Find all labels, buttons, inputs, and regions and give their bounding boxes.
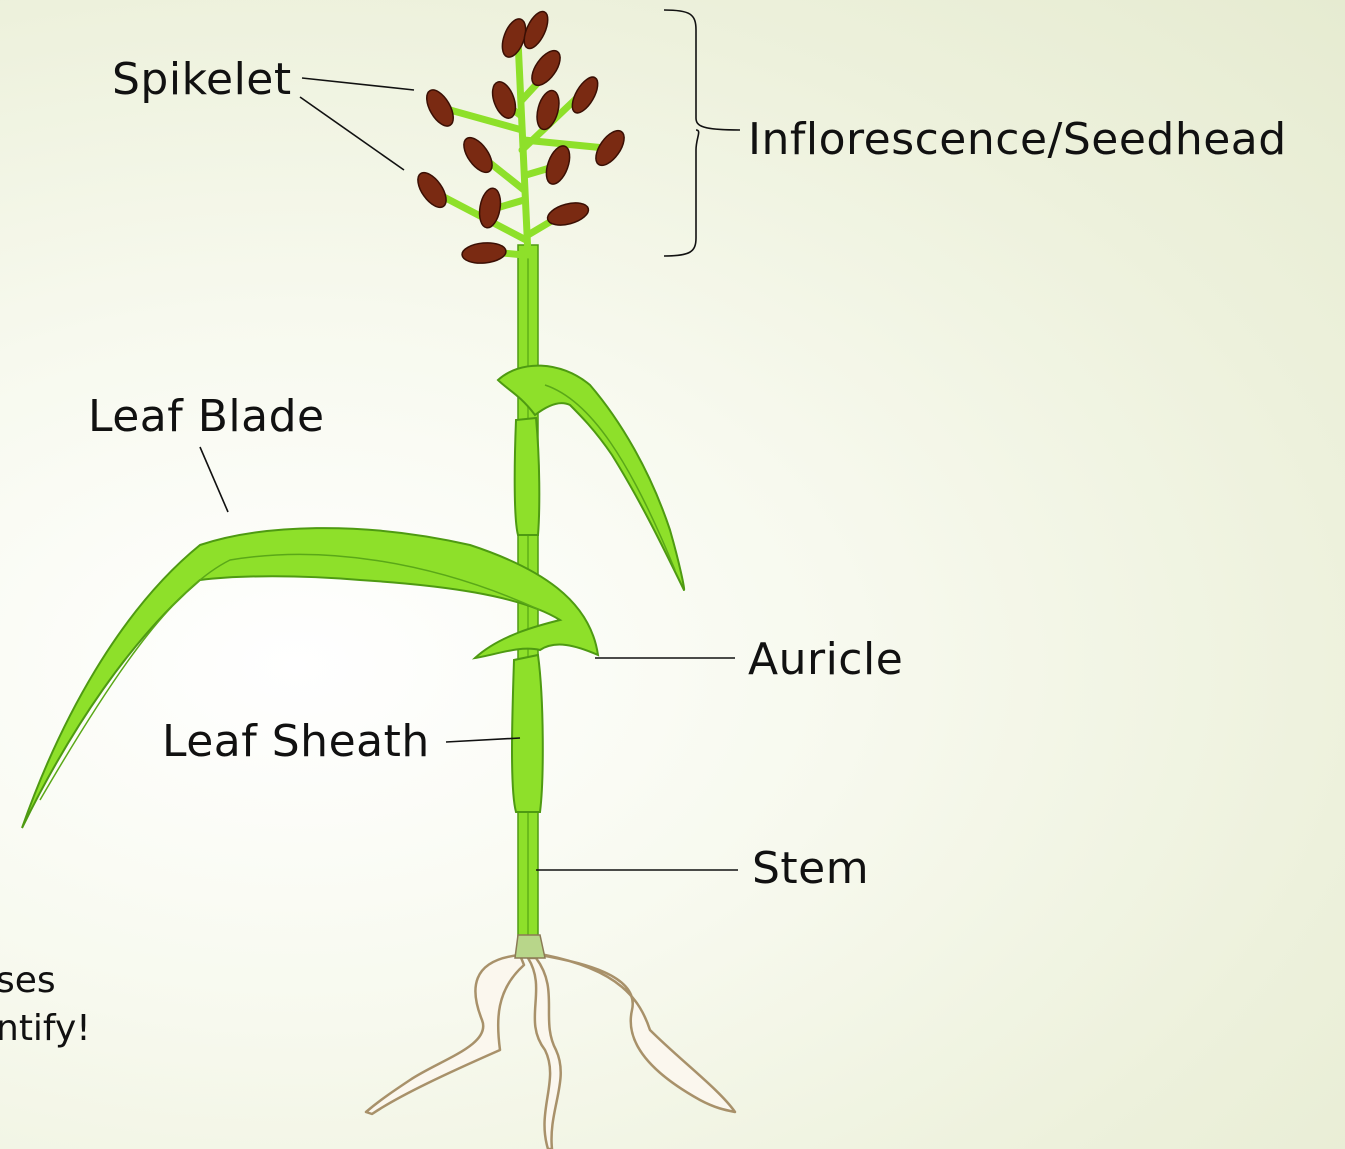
spikelet-leader-2	[300, 97, 404, 170]
roots	[366, 955, 735, 1149]
leaf-blade-leader	[200, 447, 228, 512]
upper-leaf-sheath	[515, 418, 540, 535]
spikelet-14	[461, 241, 507, 265]
lower-leaf-sheath	[512, 655, 543, 812]
spikelet-leader-1	[302, 78, 414, 90]
spikelet-6	[533, 88, 563, 132]
spikelet-11	[412, 168, 451, 212]
leaf-sheath-leader	[446, 738, 520, 742]
inflorescence-bracket	[664, 10, 740, 256]
spikelet-9	[458, 133, 497, 177]
lower-leaf-blade	[22, 528, 598, 828]
spikelet-4	[567, 73, 603, 117]
spikelet-3	[526, 46, 565, 90]
leader-lines	[200, 78, 738, 870]
spikelet-10	[542, 143, 574, 187]
